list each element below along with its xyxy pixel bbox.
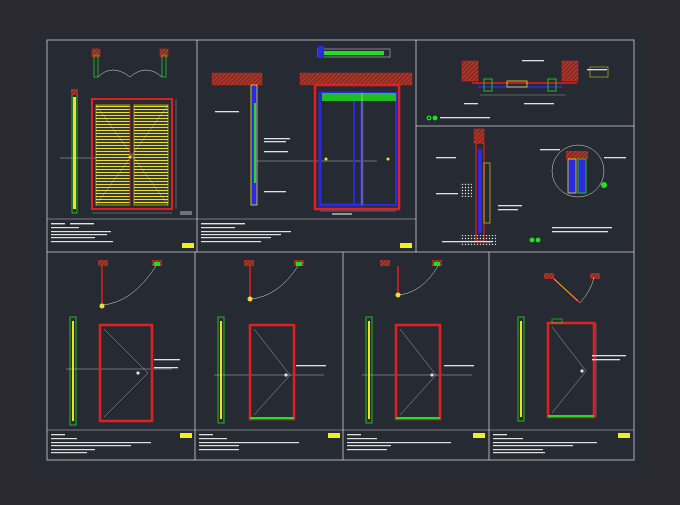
panel-5-swing-door xyxy=(51,260,192,454)
panel-4-jamb-detail xyxy=(436,128,626,245)
panel-6-swing-door xyxy=(199,260,340,451)
drawing-sheet xyxy=(32,33,648,475)
panel-1-double-door xyxy=(51,48,194,248)
door-handle-icon xyxy=(128,155,132,159)
door-swing-arc-icon xyxy=(97,69,131,78)
panel-8-swing-door xyxy=(493,273,630,454)
panel-2-sliding-door xyxy=(201,46,413,248)
cad-drawing xyxy=(46,39,635,461)
panel-3-track-plan xyxy=(426,60,609,121)
sheet-border xyxy=(46,39,635,461)
panel-7-swing-door xyxy=(347,260,485,451)
